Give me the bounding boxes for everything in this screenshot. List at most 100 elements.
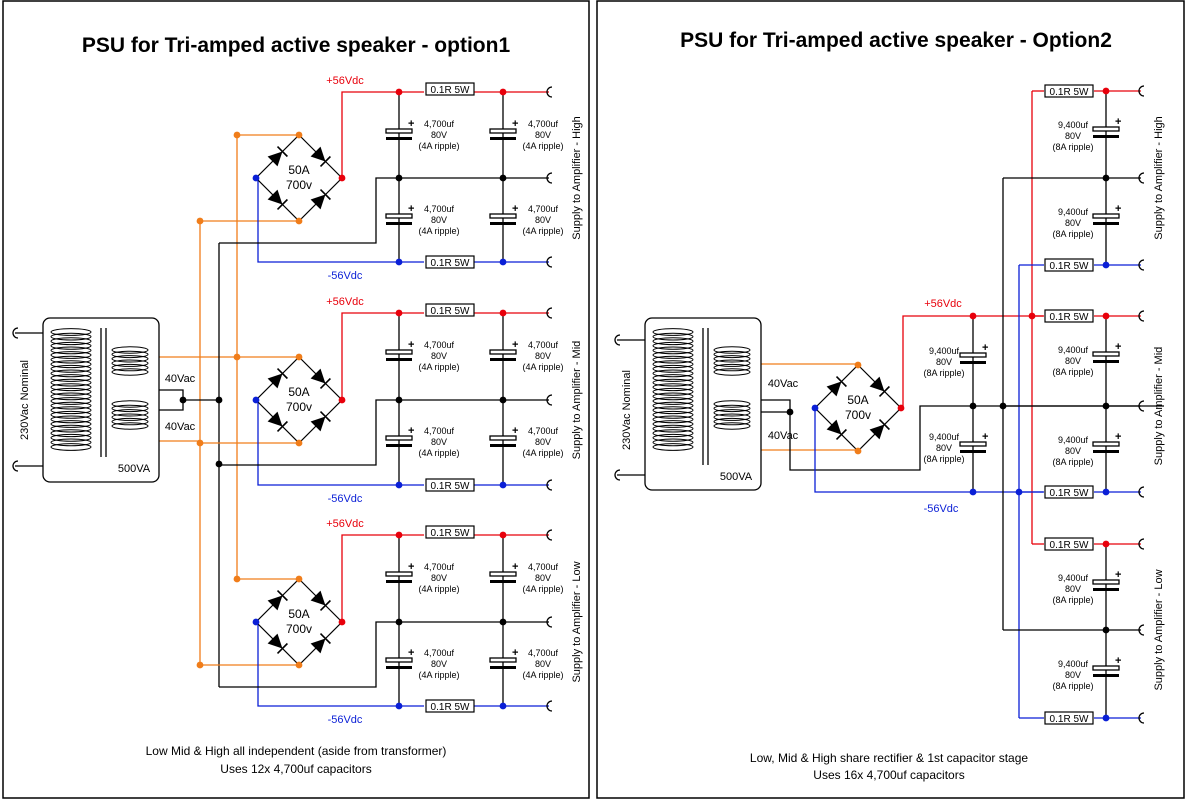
primary-winding-turn (652, 328, 694, 336)
diode-bar (319, 189, 331, 201)
series-resistor-negative: 0.1R 5W (425, 255, 475, 269)
bridge-diode (310, 146, 331, 167)
bridge-voltage-label: 700v (286, 622, 312, 636)
ground-bus-dot (215, 396, 223, 404)
capacitor-value-label: 9,400uf (929, 432, 960, 442)
primary-winding-turn (652, 410, 694, 419)
capacitor-value-label: 9,400uf (1058, 573, 1089, 583)
positive-junction-dot (499, 309, 507, 317)
positive-bus-dot (1028, 312, 1036, 320)
primary-winding-turn (50, 424, 92, 433)
capacitor-ripple-label: (8A ripple) (923, 454, 964, 464)
bridge-negative-dot (811, 404, 819, 412)
negative-rail-label: -56Vdc (328, 270, 363, 282)
ground-bus-dot (999, 402, 1007, 410)
capacitor-voltage-label: 80V (936, 443, 952, 453)
bridge-diode (869, 419, 890, 440)
capacitor-plate-negative (490, 137, 516, 140)
capacitor-voltage-label: 80V (1065, 356, 1081, 366)
filter-capacitor: + (1092, 341, 1121, 363)
ground-junction-dot (499, 174, 507, 182)
output-terminal (1138, 538, 1145, 550)
diode-bar (878, 419, 890, 431)
capacitor-voltage-label: 80V (1065, 131, 1081, 141)
capacitor-value-label: 9,400uf (1058, 345, 1089, 355)
filter-capacitor: + (385, 647, 414, 669)
output-terminal (1138, 712, 1145, 724)
ground-junction-dot (1102, 626, 1110, 634)
capacitor-plate-positive (1092, 351, 1120, 357)
bridge-current-label: 50A (288, 163, 309, 177)
primary-winding-turn (50, 433, 92, 442)
capacitor-plate-positive (1092, 126, 1120, 132)
primary-winding-turn (652, 337, 694, 346)
diode-triangle (267, 373, 283, 389)
capacitor-value-label: 9,400uf (1058, 659, 1089, 669)
mains-input-terminal (12, 460, 19, 472)
capacitor-ripple-label: (4A ripple) (522, 141, 563, 151)
diode-triangle (267, 189, 283, 205)
negative-junction-dot (395, 258, 403, 266)
ac-bus-dot (233, 131, 241, 139)
capacitor-value-label: 4,700uf (528, 562, 559, 572)
series-resistor-positive: 0.1R 5W (1044, 309, 1094, 323)
secondary-winding-turn (713, 346, 751, 354)
capacitor-polarity-mark: + (512, 203, 518, 215)
bridge-ac-input-dot (295, 661, 303, 669)
option2-title: PSU for Tri-amped active speaker - Optio… (680, 29, 1112, 52)
bridge-ac-input-dot (854, 361, 862, 369)
capacitor-value-label: 4,700uf (424, 340, 455, 350)
capacitor-plate-positive (385, 128, 413, 134)
filter-capacitor: + (489, 339, 518, 361)
capacitor-plate-positive (489, 435, 517, 441)
bridge-current-label: 50A (847, 393, 868, 407)
resistor-label: 0.1R 5W (1050, 312, 1089, 323)
resistor-body (425, 303, 475, 317)
output-terminal (546, 616, 553, 628)
bridge-ac-input-dot (295, 439, 303, 447)
secondary-winding-turn (713, 400, 751, 408)
capacitor-plate-positive (489, 349, 517, 355)
capacitor-plate-negative (1093, 588, 1119, 591)
capacitor-plate-positive (1092, 579, 1120, 585)
bridge-diode (869, 376, 890, 397)
capacitor-plate-positive (1092, 213, 1120, 219)
positive-junction-dot (395, 88, 403, 96)
ground-junction-dot (395, 396, 403, 404)
capacitor-plate-positive (385, 657, 413, 663)
capacitor-voltage-label: 80V (535, 573, 551, 583)
primary-winding-turn (50, 355, 92, 364)
output-label: Supply to Amplifier - Low (571, 561, 583, 682)
diode-bar (276, 368, 288, 380)
bridge-diode (310, 633, 331, 654)
capacitor-voltage-label: 80V (535, 351, 551, 361)
secondary-voltage-label-top: 40Vac (165, 373, 196, 385)
primary-winding-turn (50, 410, 92, 419)
secondary-winding-turn (713, 363, 751, 372)
bridge-ac-input-dot (854, 447, 862, 455)
output-label: Supply to Amplifier - High (571, 116, 583, 240)
bridge-voltage-label: 700v (286, 400, 312, 414)
series-resistor-positive: 0.1R 5W (425, 525, 475, 539)
filter-capacitor: + (385, 425, 414, 447)
capacitor-polarity-mark: + (408, 647, 414, 659)
capacitor-ripple-label: (4A ripple) (418, 584, 459, 594)
capacitor-plate-positive (959, 441, 987, 447)
capacitor-ripple-label: (8A ripple) (1052, 229, 1093, 239)
capacitor-value-label: 9,400uf (1058, 207, 1089, 217)
diode-triangle (310, 194, 326, 210)
secondary-winding-turn (713, 417, 751, 426)
capacitor-ripple-label: (4A ripple) (418, 362, 459, 372)
resistor-body (1044, 711, 1094, 725)
diode-triangle (310, 146, 326, 162)
secondary-voltage-label-top: 40Vac (768, 378, 799, 390)
output-terminal (546, 394, 553, 406)
option2-caption-line2: Uses 16x 4,700uf capacitors (813, 768, 964, 782)
bridge-diode (826, 419, 847, 440)
primary-winding-turn (652, 378, 694, 387)
positive-junction-dot (499, 531, 507, 539)
bridge-diode (267, 146, 288, 167)
resistor-label: 0.1R 5W (1050, 488, 1089, 499)
primary-winding-turn (50, 397, 92, 405)
secondary-winding-turn (111, 359, 149, 367)
